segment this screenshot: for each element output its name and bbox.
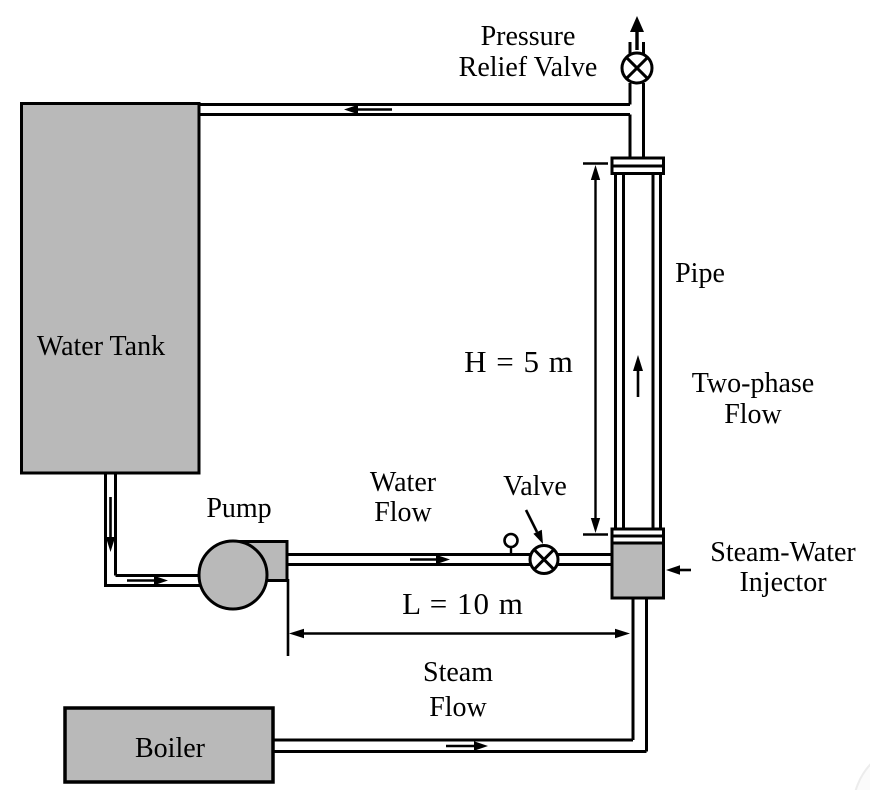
- length-dimension: [286, 579, 630, 656]
- steam-water-injector-icon: [610, 527, 665, 600]
- valve-icon: [528, 544, 560, 575]
- valve-label: Valve: [503, 471, 567, 502]
- two-phase-flow-label-line1: Two-phase: [691, 368, 815, 399]
- water-flow-label: Water Flow: [343, 468, 463, 528]
- pump-label: Pump: [206, 493, 272, 524]
- pump-icon: [197, 539, 289, 611]
- water-flow-label-line2: Flow: [374, 497, 432, 528]
- boiler-box: [63, 706, 275, 784]
- water-flow-arrow: [410, 554, 450, 565]
- valve-leader-arrow: [524, 509, 543, 544]
- steam-flow-arrow: [446, 741, 488, 751]
- steam-pipe: [273, 598, 648, 753]
- water-flow-label-line1: Water: [369, 467, 437, 498]
- pressure-relief-valve-label-line2: Relief Valve: [458, 52, 598, 83]
- height-dimension-label: H = 5 m: [464, 344, 574, 379]
- steam-flow-label-line2: Flow: [429, 692, 487, 723]
- two-phase-flow-label-line2: Flow: [724, 399, 782, 430]
- return-pipe: [199, 103, 630, 116]
- relief-riser-pipe: [628, 83, 645, 158]
- pressure-relief-valve-label-line1: Pressure: [480, 21, 576, 52]
- steam-water-injector-label-line1: Steam-Water: [710, 537, 856, 568]
- vertical-pipe: [610, 156, 665, 530]
- pressure-gauge-icon: [503, 532, 519, 555]
- injector-leader-arrow: [666, 565, 691, 575]
- tank-outlet-pipe: [104, 473, 212, 587]
- return-flow-arrow: [344, 104, 392, 115]
- height-dimension: [583, 162, 608, 536]
- tank-outlet-right-arrow: [127, 575, 168, 586]
- steam-water-injector-label-line2: Injector: [739, 567, 827, 598]
- pipe-label: Pipe: [675, 258, 725, 289]
- pressure-relief-valve-label: Pressure Relief Valve: [418, 21, 638, 83]
- steam-flow-label-line1: Steam: [423, 657, 493, 688]
- water-tank-box: [20, 102, 201, 475]
- steam-flow-label: Steam Flow: [398, 655, 518, 725]
- water-tank-label: Water Tank: [36, 331, 166, 362]
- boiler-label: Boiler: [135, 733, 205, 764]
- pressure-relief-valve-icon: [620, 16, 654, 85]
- two-phase-flow-arrow: [633, 355, 643, 397]
- tank-outlet-down-arrow: [105, 497, 116, 552]
- two-phase-flow-label: Two-phase Flow: [673, 368, 833, 430]
- steam-water-injector-label: Steam-Water Injector: [698, 538, 868, 598]
- length-dimension-label: L = 10 m: [402, 586, 524, 621]
